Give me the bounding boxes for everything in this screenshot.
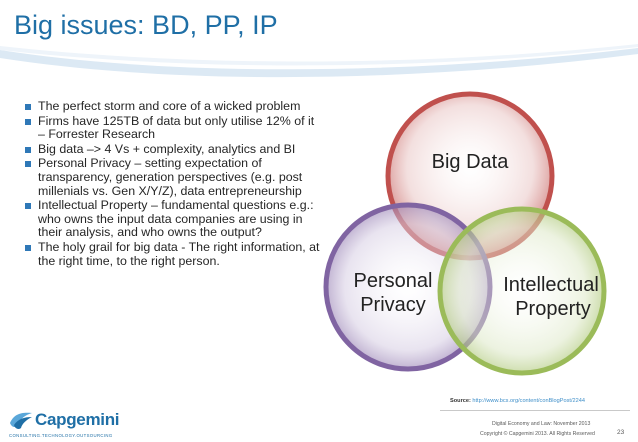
bullet-text: The perfect storm and core of a wicked p… (38, 99, 301, 113)
bullet-marker (25, 161, 31, 168)
source-link[interactable]: http://www.bcs.org/content/conBlogPost/2… (472, 398, 585, 404)
bullet-text: The holy grail for big data - The right … (38, 239, 320, 268)
bullet-item: Firms have 125TB of data but only utilis… (24, 113, 324, 142)
capgemini-logo: Capgemini CONSULTING.TECHNOLOGY.OUTSOURC… (8, 409, 128, 441)
source-line: Source: http://www.bcs.org/content/conBl… (450, 398, 585, 404)
logo-tagline: CONSULTING.TECHNOLOGY.OUTSOURCING (9, 433, 113, 438)
slide-title: Big issues: BD, PP, IP (14, 10, 278, 40)
venn-label-personal-1: Personal (354, 270, 433, 292)
spade-icon (10, 412, 32, 429)
bullet-item: Personal Privacy – setting expectation o… (24, 157, 324, 198)
venn-diagram: Big Data Personal Privacy Intellectual P… (323, 91, 607, 376)
logo-wordmark: Capgemini (35, 410, 120, 429)
bullet-item: The perfect storm and core of a wicked p… (24, 99, 324, 114)
venn-label-big-data: Big Data (432, 151, 510, 173)
bullet-marker (25, 146, 31, 153)
title-swoosh (0, 44, 638, 78)
bullet-text: Big data –> 4 Vs + complexity, analytics… (38, 141, 296, 156)
footer-divider (440, 410, 630, 411)
venn-label-personal-2: Privacy (360, 294, 426, 316)
source-label: Source: (450, 398, 471, 404)
bullet-marker (25, 104, 31, 110)
bullet-text: Firms have 125TB of data but only utilis… (38, 113, 315, 142)
venn-label-intellectual-2: Property (515, 298, 591, 320)
footer-event: Digital Economy and Law: November 2013 (492, 421, 591, 427)
page-number: 23 (617, 429, 625, 436)
footer-copyright: Copyright © Capgemini 2013. All Rights R… (480, 431, 595, 437)
bullet-list: The perfect storm and core of a wicked p… (24, 99, 324, 269)
bullet-text: Intellectual Property – fundamental ques… (38, 198, 314, 240)
bullet-item: Intellectual Property – fundamental ques… (24, 198, 324, 240)
bullet-marker (25, 203, 31, 210)
venn-label-intellectual-1: Intellectual (503, 274, 599, 296)
bullet-item: The holy grail for big data - The right … (24, 239, 324, 268)
bullet-marker (25, 118, 31, 125)
bullet-marker (25, 244, 31, 251)
venn-circle-intellectual-property (437, 206, 607, 376)
bullet-text: Personal Privacy – setting expectation o… (38, 156, 303, 198)
bullet-item: Big data –> 4 Vs + complexity, analytics… (24, 141, 324, 157)
